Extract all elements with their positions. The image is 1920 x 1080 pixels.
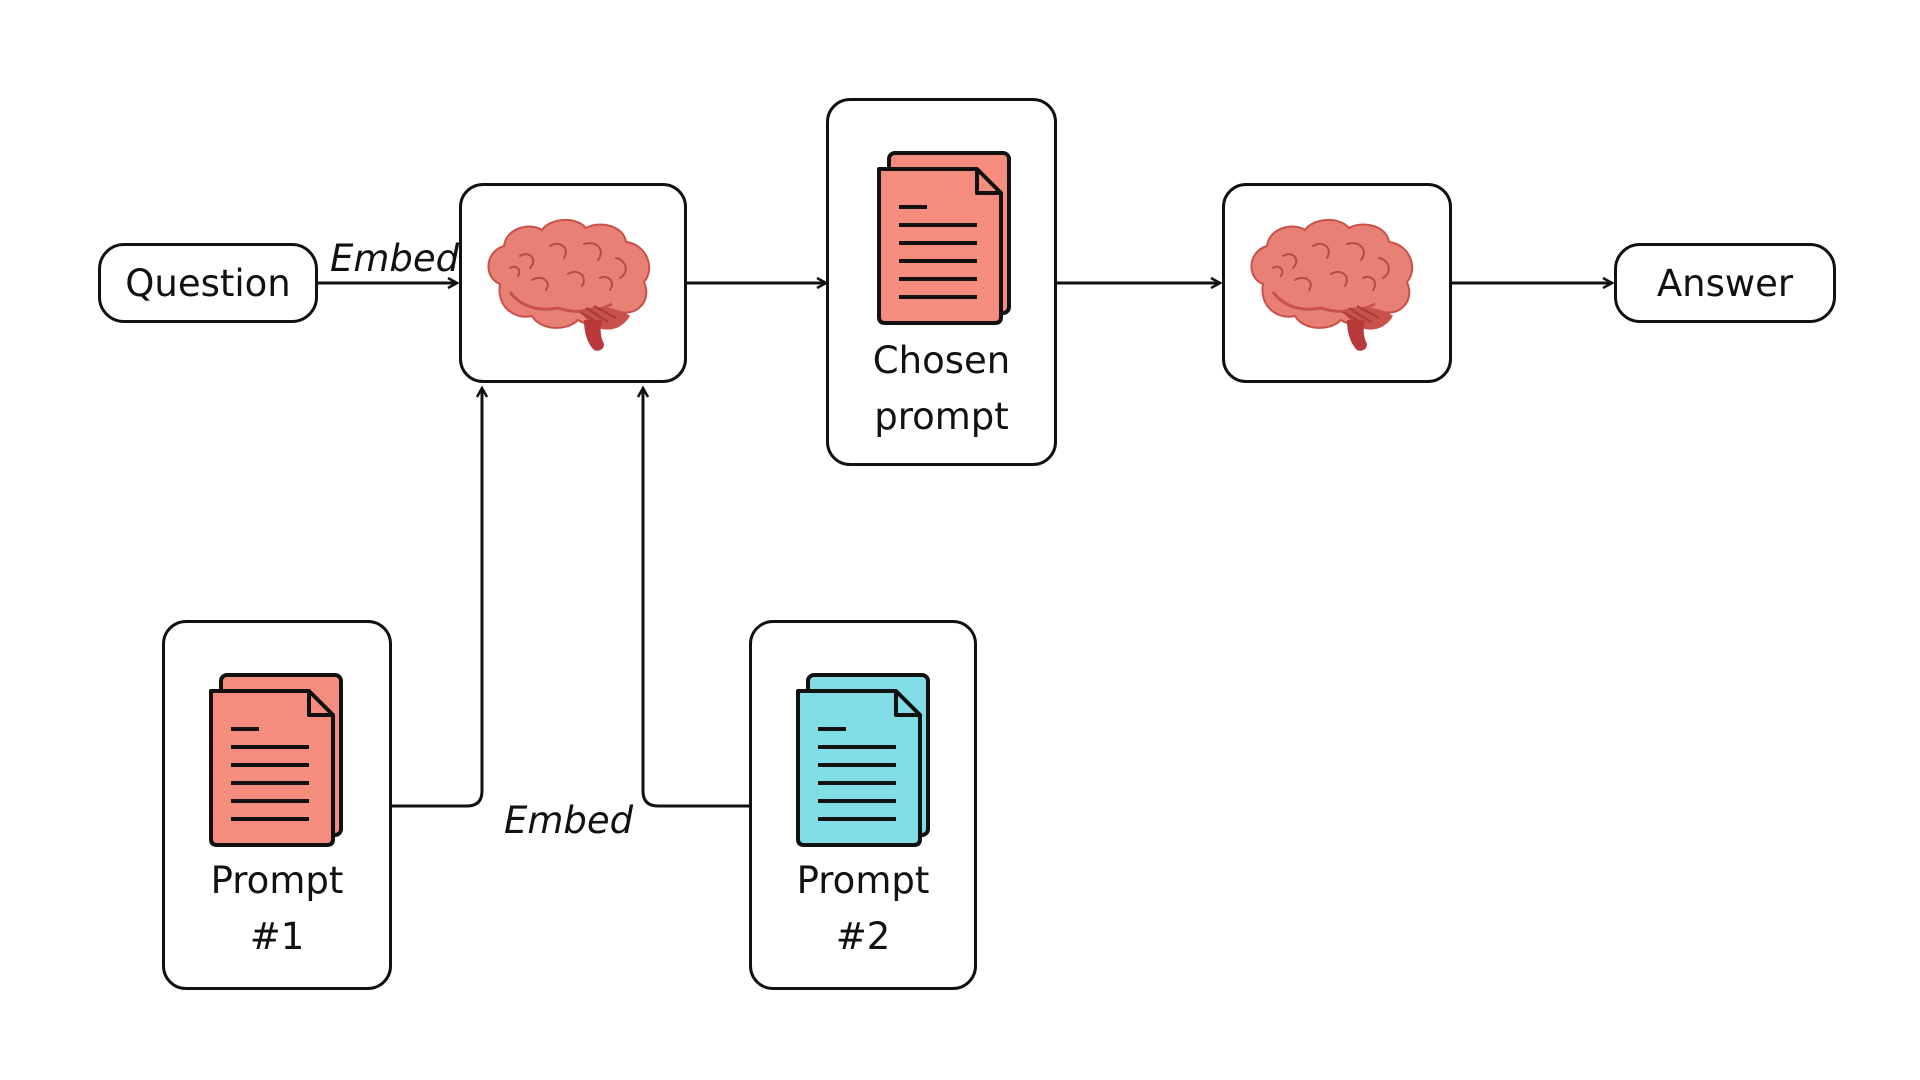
embed-label-question: Embed <box>330 237 460 280</box>
prompt2-label-line1: Prompt <box>796 859 930 902</box>
chosen-prompt-node: Chosen prompt <box>826 98 1057 466</box>
chosen-prompt-label-line2: prompt <box>874 395 1009 438</box>
chosen-prompt-label-line1: Chosen <box>872 339 1011 382</box>
question-label: Question <box>125 261 291 305</box>
brain-icon <box>480 216 666 356</box>
answer-label: Answer <box>1656 261 1794 305</box>
prompt1-label-line1: Prompt <box>210 859 344 902</box>
question-node: Question <box>98 243 318 323</box>
prompt2-label-line2: #2 <box>835 915 891 958</box>
encoder-node <box>459 183 687 383</box>
arrow-prompt1-to-encoder <box>392 388 482 808</box>
document-stack-icon <box>205 671 345 849</box>
brain-icon <box>1243 216 1429 356</box>
document-stack-icon <box>873 149 1013 327</box>
generator-node <box>1222 183 1452 383</box>
prompt1-label-line2: #1 <box>249 915 305 958</box>
prompt2-node: Prompt #2 <box>749 620 977 990</box>
embed-label-prompts: Embed <box>504 799 634 842</box>
arrow-prompt2-to-encoder <box>643 388 749 808</box>
document-stack-icon <box>792 671 932 849</box>
prompt1-node: Prompt #1 <box>162 620 392 990</box>
answer-node: Answer <box>1614 243 1836 323</box>
